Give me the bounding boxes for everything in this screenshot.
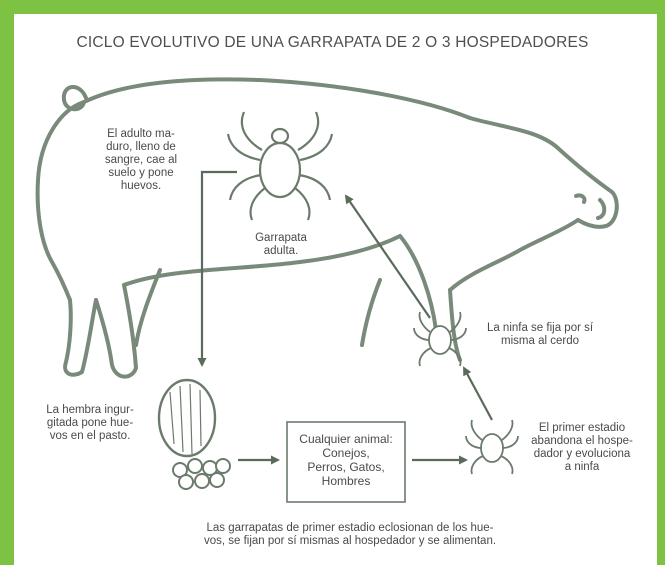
adult-tick-icon [228,112,332,220]
bottom-note: Las garrapatas de primer estadio eclosio… [140,522,560,548]
label-nymph-attach: La ninfa se fija por sí misma al cerdo [470,322,610,348]
label-adult-drop: El adulto ma- duro, lleno de sangre, cae… [86,128,196,193]
cycle-arrows [202,172,492,460]
larva-tick-icon [466,420,518,474]
arrow-larva-to-nymph [464,368,492,420]
engorged-female-icon [159,380,215,456]
label-first-stage: El primer estadio abandona el hospe- dad… [522,422,642,474]
label-hosts: Cualquier animal: Conejos, Perros, Gatos… [287,432,405,488]
label-adult-tick: Garrapata adulta. [236,232,326,258]
eggs-icon [173,459,230,489]
arrow-nymph-to-adult [346,196,430,318]
label-female-eggs: La hembra ingur- gitada pone hue- vos en… [30,404,150,443]
